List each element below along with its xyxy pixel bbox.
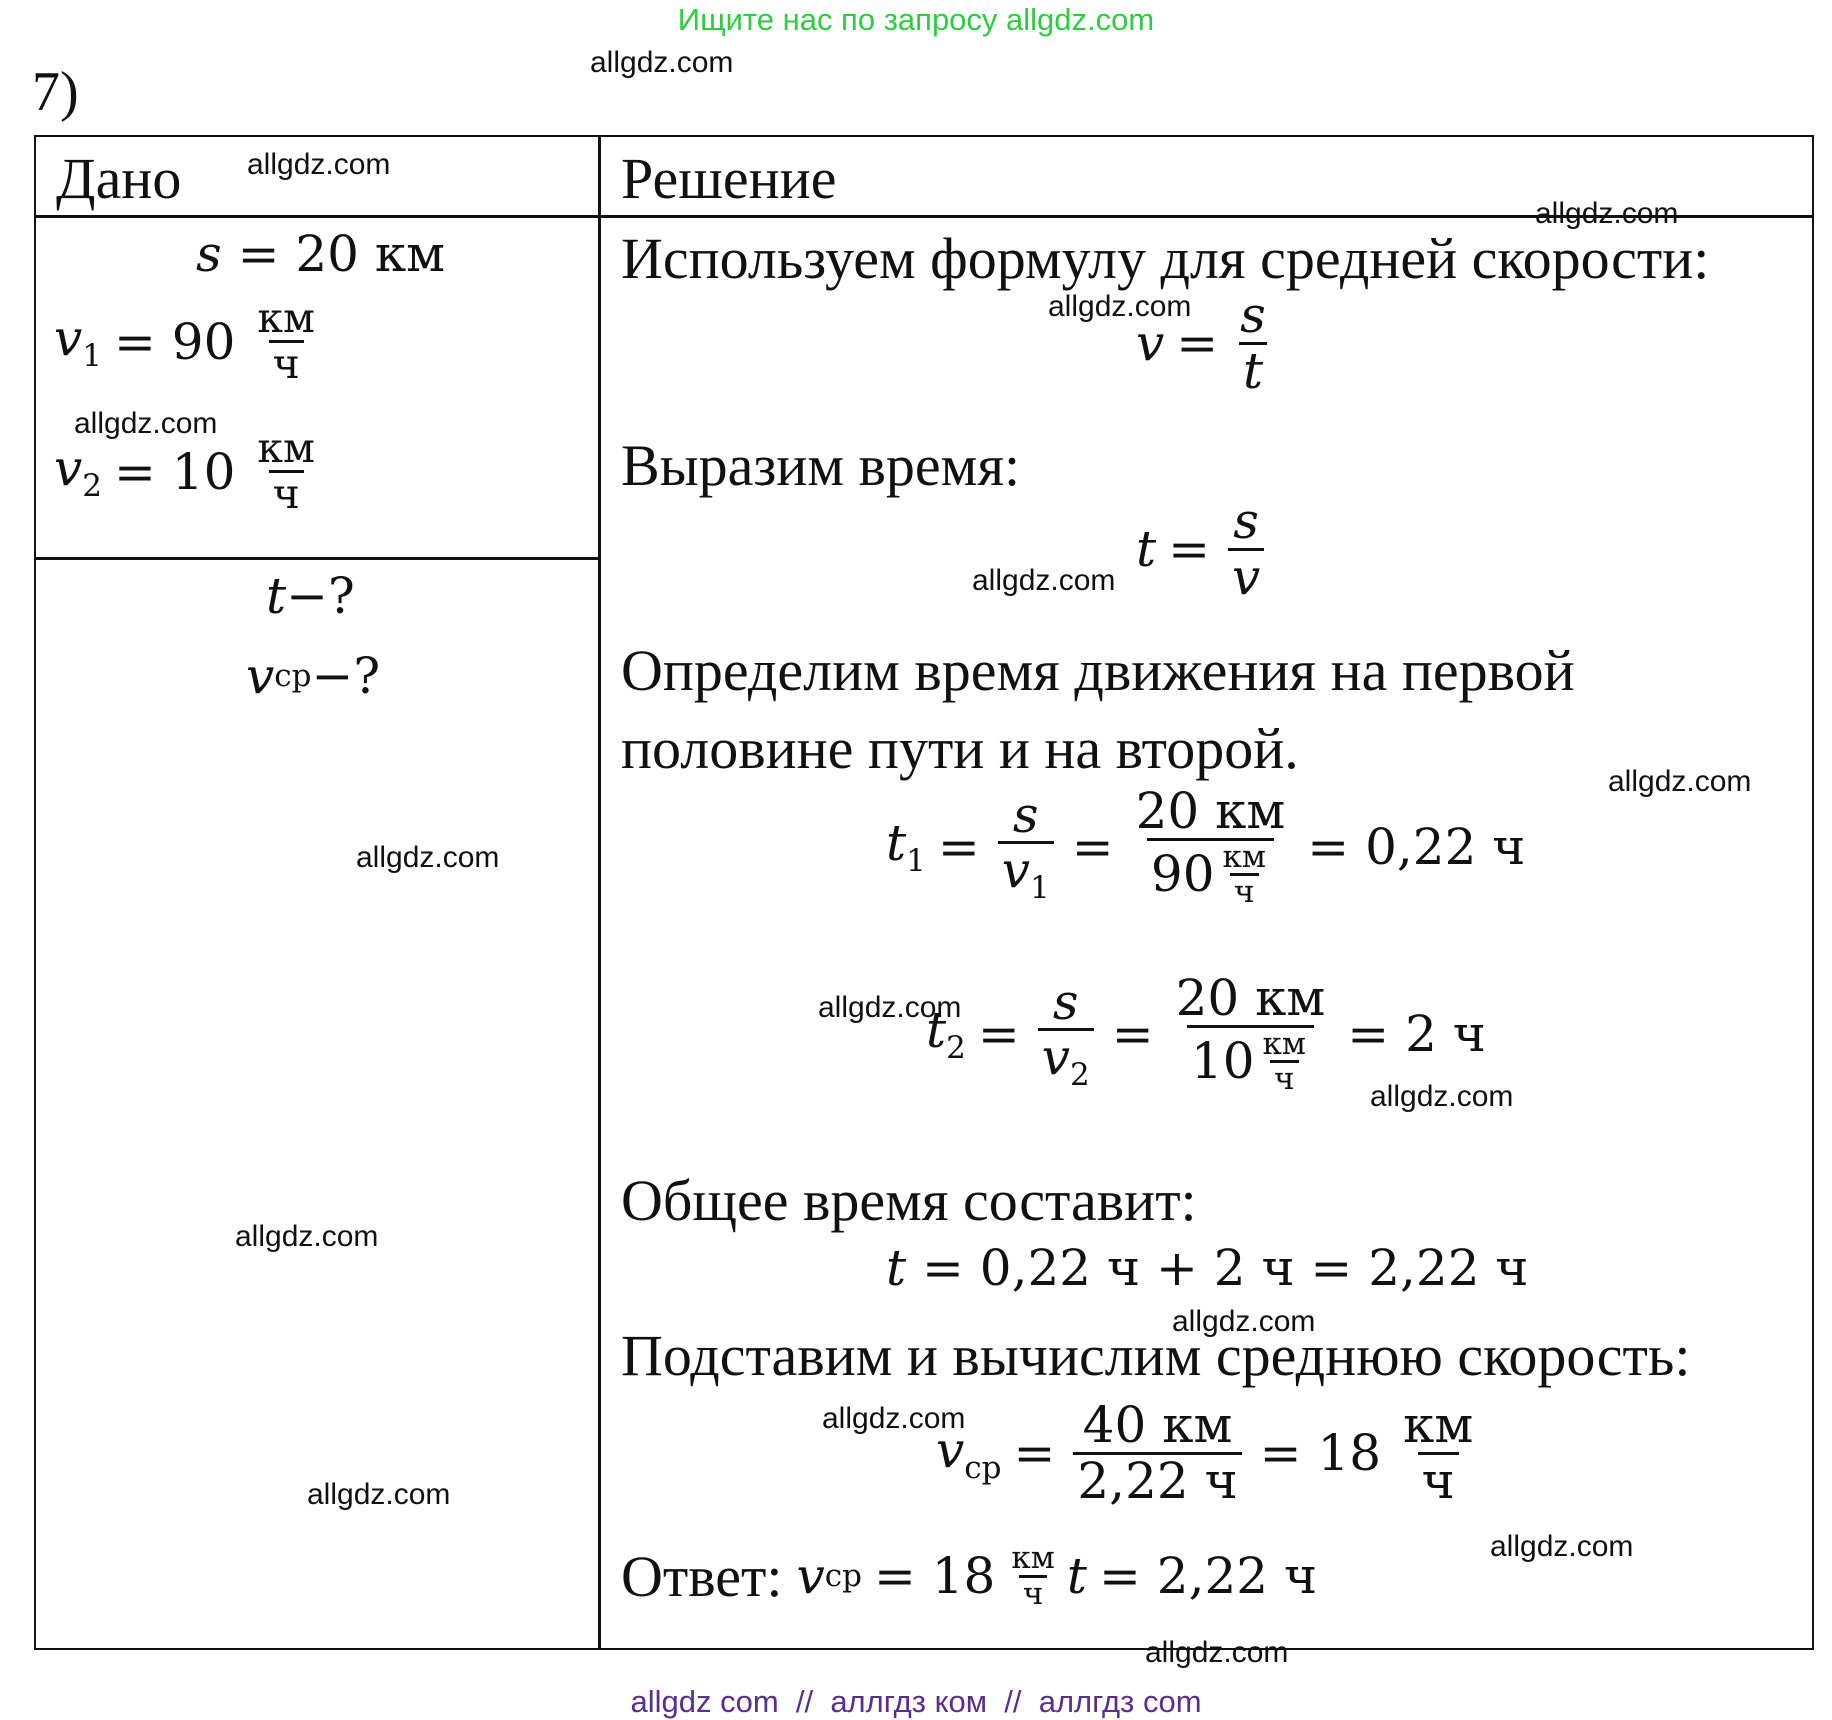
watermark: allgdz.com <box>1048 290 1192 323</box>
solution-text-1: Используем формулу для средней скорости: <box>621 226 1710 291</box>
watermark: allgdz.com <box>235 1220 379 1253</box>
formula-average-speed: vср = 40 км 2,22 ч = 18 км ч <box>936 1396 1474 1510</box>
solution-text-3: Определим время движения на первой <box>621 638 1575 703</box>
solution-text-5: Общее время составит: <box>621 1168 1197 1233</box>
footer-links: allgdz com // аллгдз ком // аллгдз com <box>630 1684 1202 1719</box>
problem-number: 7) <box>32 61 79 123</box>
watermark: allgdz.com <box>590 46 734 79</box>
watermark: allgdz.com <box>1535 197 1679 230</box>
column-divider <box>598 137 601 1648</box>
watermark: allgdz.com <box>1490 1530 1634 1563</box>
find-time: t−? <box>266 567 355 625</box>
unit-kmh: км ч <box>257 294 315 389</box>
given-speed-2: v2 = 10 км ч <box>54 424 325 519</box>
watermark: allgdz.com <box>1172 1305 1316 1338</box>
formula-t1: t1 = s v1 = 20 км 90 км ч = 0,22 ч <box>886 782 1526 911</box>
search-banner: Ищите нас по запросу allgdz.com <box>677 2 1155 37</box>
unit-kmh: км ч <box>257 424 315 519</box>
solution-table: Дано Решение s = 20 км v1 = 90 км ч v2 =… <box>34 135 1814 1650</box>
formula-avg-speed: v = s t <box>1136 286 1268 400</box>
given-distance: s = 20 км <box>196 225 446 283</box>
solution-text-2: Выразим время: <box>621 433 1021 498</box>
header-divider <box>36 215 1812 218</box>
watermark: allgdz.com <box>74 407 218 440</box>
formula-time: t = s v <box>1136 495 1270 603</box>
watermark: allgdz.com <box>1370 1080 1514 1113</box>
watermark: allgdz.com <box>1145 1636 1289 1669</box>
solution-header: Решение <box>621 146 837 211</box>
watermark: allgdz.com <box>307 1478 451 1511</box>
solution-text-6: Подставим и вычислим среднюю скорость: <box>621 1323 1691 1388</box>
given-speed-1: v1 = 90 км ч <box>54 294 325 389</box>
watermark: allgdz.com <box>822 1402 966 1435</box>
given-divider <box>36 557 598 560</box>
formula-t2: t2 = s v2 = 20 км 10 км ч = 2 ч <box>926 969 1486 1098</box>
watermark: allgdz.com <box>972 564 1116 597</box>
formula-total-time: t = 0,22 ч + 2 ч = 2,22 ч <box>886 1239 1529 1297</box>
given-header: Дано <box>56 146 182 211</box>
watermark: allgdz.com <box>247 148 391 181</box>
watermark: allgdz.com <box>356 841 500 874</box>
watermark: allgdz.com <box>1608 765 1752 798</box>
solution-text-4: половине пути и на второй. <box>621 716 1299 781</box>
watermark: allgdz.com <box>818 991 962 1024</box>
